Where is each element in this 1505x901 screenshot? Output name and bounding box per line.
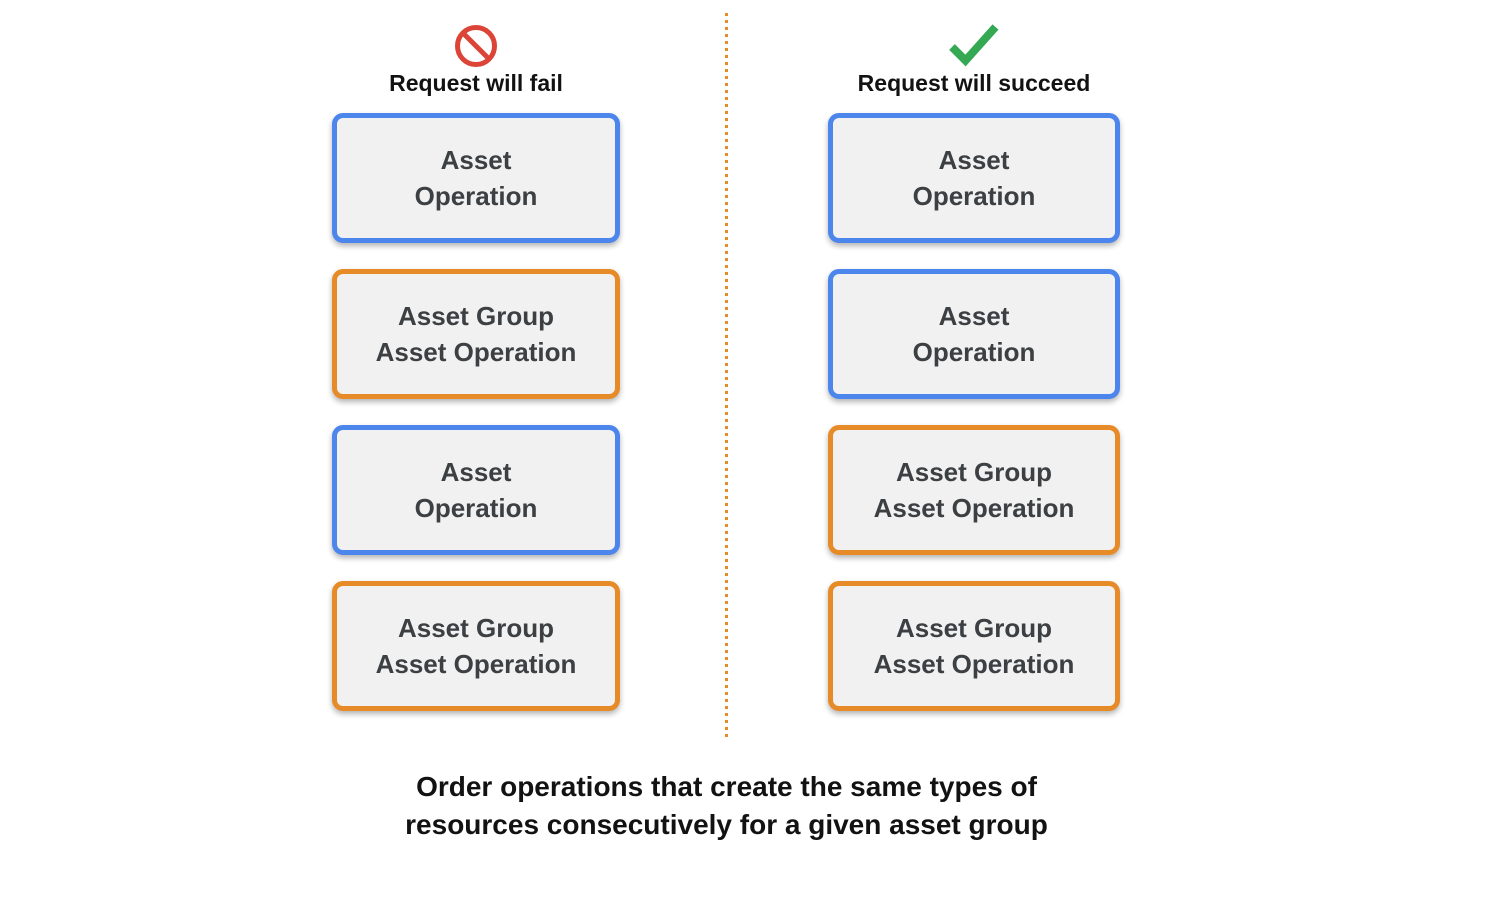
box-label-line: Asset Group [895,613,1053,643]
box-label-line: Asset Group [895,457,1053,487]
succeed-column-title: Request will succeed [857,70,1091,96]
caption: Order operations that create the same ty… [0,768,1453,844]
fail-column-title: Request will fail [389,70,563,96]
fail-column: Request will fail Asset Operation Asset … [332,0,620,711]
fail-box-list: Asset Operation Asset Group Asset Operat… [332,113,620,711]
prohibited-icon [454,20,498,68]
box-label-line: Operation [912,337,1036,367]
asset-operation-box: Asset Operation [332,425,620,555]
box-label-line: Asset Operation [375,337,577,367]
asset-group-asset-operation-box: Asset Group Asset Operation [332,581,620,711]
asset-group-asset-operation-box: Asset Group Asset Operation [828,425,1120,555]
box-label-line: Asset [440,145,512,175]
box-label-line: Asset [938,301,1010,331]
box-label-line: Asset Operation [873,649,1075,679]
box-label-line: Asset Operation [873,493,1075,523]
box-label-line: Asset [938,145,1010,175]
asset-group-asset-operation-box: Asset Group Asset Operation [828,581,1120,711]
column-divider [725,13,728,739]
asset-operation-box: Asset Operation [828,113,1120,243]
box-label-line: Asset Operation [375,649,577,679]
box-label-line: Operation [414,181,538,211]
box-label-line: Asset Group [397,301,555,331]
box-label-line: Operation [414,493,538,523]
asset-group-asset-operation-box: Asset Group Asset Operation [332,269,620,399]
check-icon [946,20,1002,68]
succeed-column: Request will succeed Asset Operation Ass… [828,0,1120,711]
asset-operation-box: Asset Operation [828,269,1120,399]
caption-line: Order operations that create the same ty… [416,771,1037,802]
box-label-line: Operation [912,181,1036,211]
check-icon-glyph [949,24,999,67]
succeed-box-list: Asset Operation Asset Operation Asset Gr… [828,113,1120,711]
box-label-line: Asset Group [397,613,555,643]
prohibited-icon-glyph [455,25,497,67]
caption-line: resources consecutively for a given asse… [405,809,1048,840]
box-label-line: Asset [440,457,512,487]
asset-operation-box: Asset Operation [332,113,620,243]
